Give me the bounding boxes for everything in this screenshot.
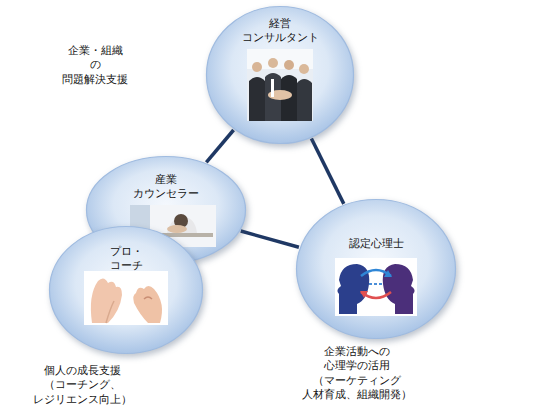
photo-illustration [48,225,204,355]
annotation-text: 個人の成長支援 （コーチング、 レジリエンス向上） [33,364,132,407]
text-holder: 産業 カウンセラー [85,173,247,202]
node-title: 経営 コンサルタント [242,17,319,46]
annotation-text: 企業・組織 の 問題解決支援 [62,44,128,87]
node-title: 認定心理士 [349,237,404,251]
connector-line [311,139,343,204]
ellipse-node: プロ・コーチ [48,225,204,355]
ellipse-shape [50,227,203,354]
connector-line [241,231,299,247]
ellipse-shape [207,7,354,144]
ellipse-node: 認定心理士 [295,198,457,340]
node-title: 産業 カウンセラー [133,173,199,202]
ellipse-shape [297,200,456,339]
node-title: プロ・コーチ [110,245,143,274]
text-holder: 認定心理士 [295,232,457,251]
annotation-text: 企業活動への 心理学の活用 （マーケティング 人材育成、組織開発） [300,345,413,402]
text-holder: プロ・コーチ [48,245,204,274]
text-holder: 経営 コンサルタント [205,17,355,46]
photo-illustration [295,198,457,340]
connector-line [206,130,233,162]
ellipse-node: 経営 コンサルタント [205,5,355,145]
